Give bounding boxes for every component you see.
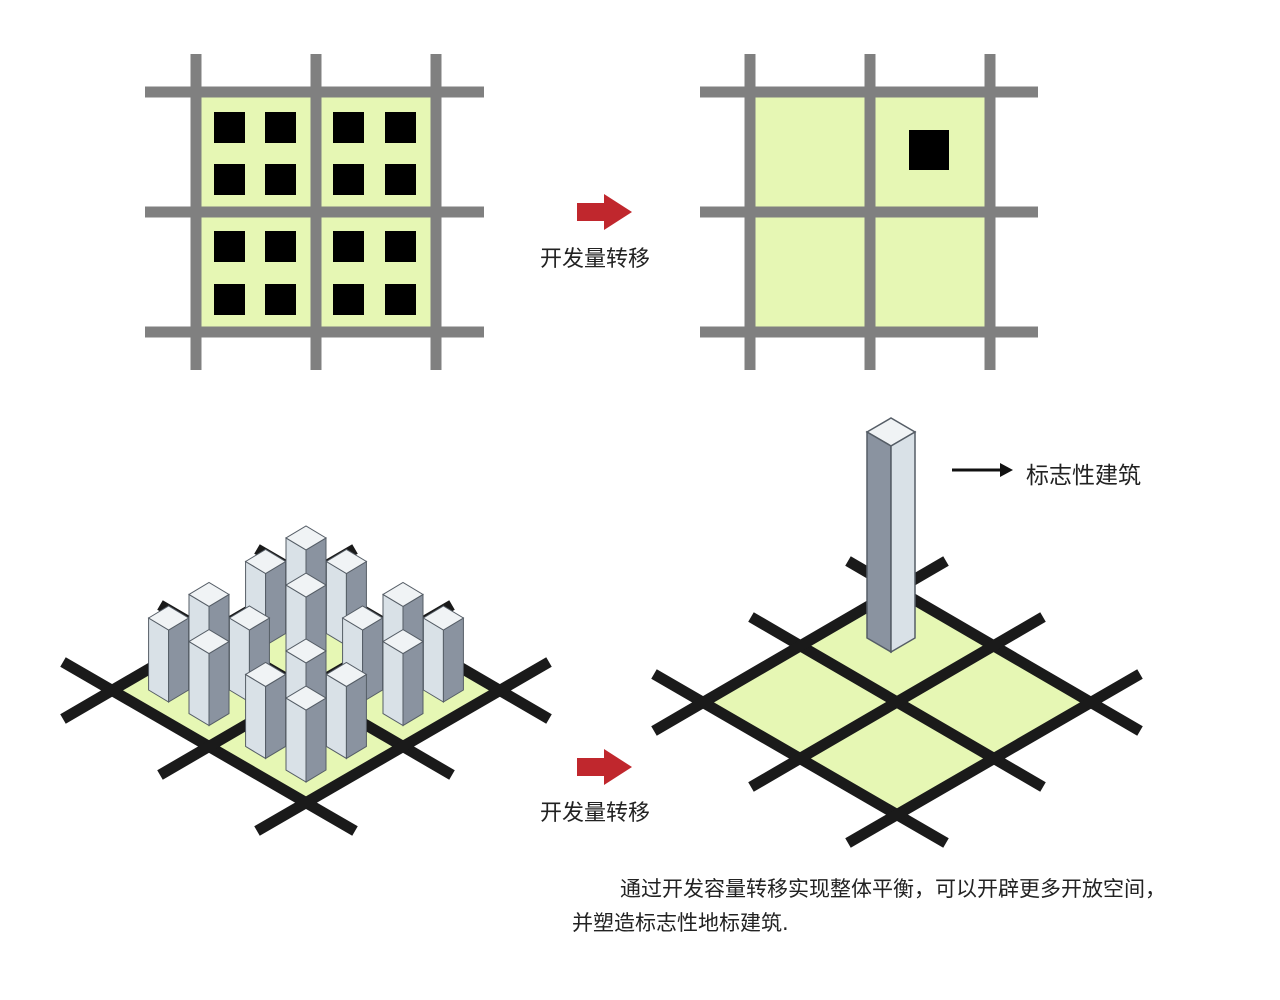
plan-building <box>333 231 364 262</box>
plan-building <box>214 164 245 195</box>
plan-building <box>333 112 364 143</box>
plan-after-roads <box>700 54 1038 370</box>
landmark-label: 标志性建筑 <box>1026 463 1141 489</box>
plan-building <box>214 231 245 262</box>
plan-before-buildings <box>214 112 416 315</box>
iso-building <box>188 628 230 727</box>
iso-before <box>60 525 552 836</box>
plan-building <box>385 284 416 315</box>
iso-building <box>147 605 190 703</box>
plan-building <box>385 164 416 195</box>
transfer-label-bottom: 开发量转移 <box>540 801 651 826</box>
caption-line-2: 并塑造标志性地标建筑. <box>572 911 789 935</box>
plan-building <box>265 284 296 315</box>
plan-building <box>214 112 245 143</box>
plan-building <box>385 112 416 143</box>
iso-building <box>422 605 465 703</box>
plan-building <box>214 284 245 315</box>
plan-building <box>265 231 296 262</box>
plan-building <box>333 164 364 195</box>
landmark-tower <box>865 417 917 654</box>
iso-building <box>285 685 327 783</box>
plan-building <box>333 284 364 315</box>
caption-line-1: 通过开发容量转移实现整体平衡，可以开辟更多开放空间， <box>620 877 1166 901</box>
transfer-label-top: 开发量转移 <box>540 247 651 272</box>
plan-building <box>265 164 296 195</box>
iso-before-buildings <box>147 525 465 783</box>
plan-after <box>700 54 1038 370</box>
plan-before <box>145 54 484 370</box>
transfer-arrow-bottom-icon <box>577 749 632 785</box>
landmark-pointer-icon <box>952 463 1013 477</box>
plan-building <box>385 231 416 262</box>
iso-building <box>244 661 287 760</box>
iso-building <box>325 661 368 760</box>
iso-building <box>382 628 424 727</box>
plan-building <box>265 112 296 143</box>
iso-after <box>651 417 1143 848</box>
plan-after-building <box>909 130 949 170</box>
plan-before-roads <box>145 54 484 370</box>
transfer-arrow-top-icon <box>577 194 632 230</box>
iso-building <box>341 605 384 703</box>
